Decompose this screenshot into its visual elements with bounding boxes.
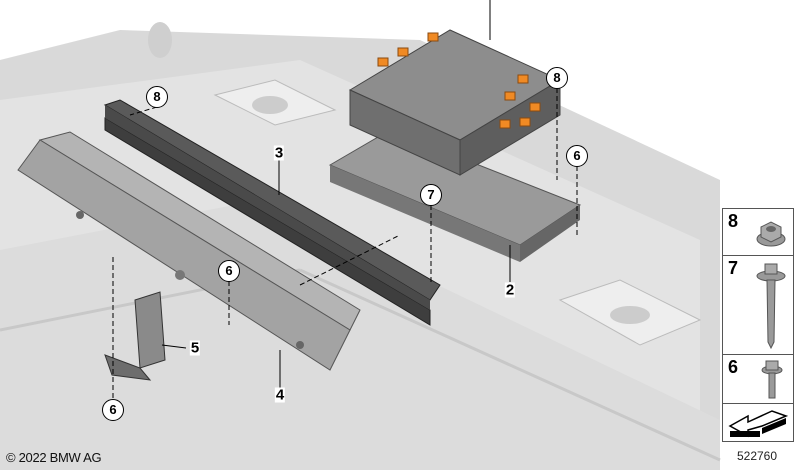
callout-6[interactable]: 6 [566, 145, 588, 167]
legend-number: 8 [728, 211, 739, 231]
callout-8[interactable]: 8 [146, 86, 168, 108]
label-lines [161, 0, 511, 388]
part-number: 522760 [736, 449, 778, 463]
legend-number: 7 [728, 258, 739, 278]
part-2-carrier-plate [328, 129, 582, 262]
callout-6[interactable]: 6 [102, 399, 124, 421]
callout-7[interactable]: 7 [420, 184, 442, 206]
callout-6[interactable]: 6 [218, 260, 240, 282]
part-5-holder [104, 291, 166, 381]
part-1-control-unit [348, 29, 562, 176]
legend-number: 6 [728, 357, 739, 377]
fastener-legend: 8 7 6 [722, 208, 794, 442]
label-part-4[interactable]: 4 [274, 386, 286, 404]
copyright: © 2022 BMW AG [6, 450, 102, 465]
leader-lines [112, 88, 578, 398]
legend-item-8[interactable]: 8 [723, 209, 793, 256]
label-part-5[interactable]: 5 [189, 339, 201, 357]
part-3-module-bar [103, 99, 441, 326]
long-bolt-icon [756, 263, 786, 350]
part-4-bracket [17, 131, 361, 371]
label-part-2[interactable]: 2 [504, 281, 516, 299]
direction-arrow-icon [723, 404, 793, 441]
short-screw-icon [761, 360, 783, 399]
label-part-3[interactable]: 3 [273, 144, 285, 162]
legend-item-6[interactable]: 6 [723, 355, 793, 404]
callout-8[interactable]: 8 [546, 67, 568, 89]
legend-item-7[interactable]: 7 [723, 256, 793, 355]
flange-nut-icon [756, 221, 786, 247]
